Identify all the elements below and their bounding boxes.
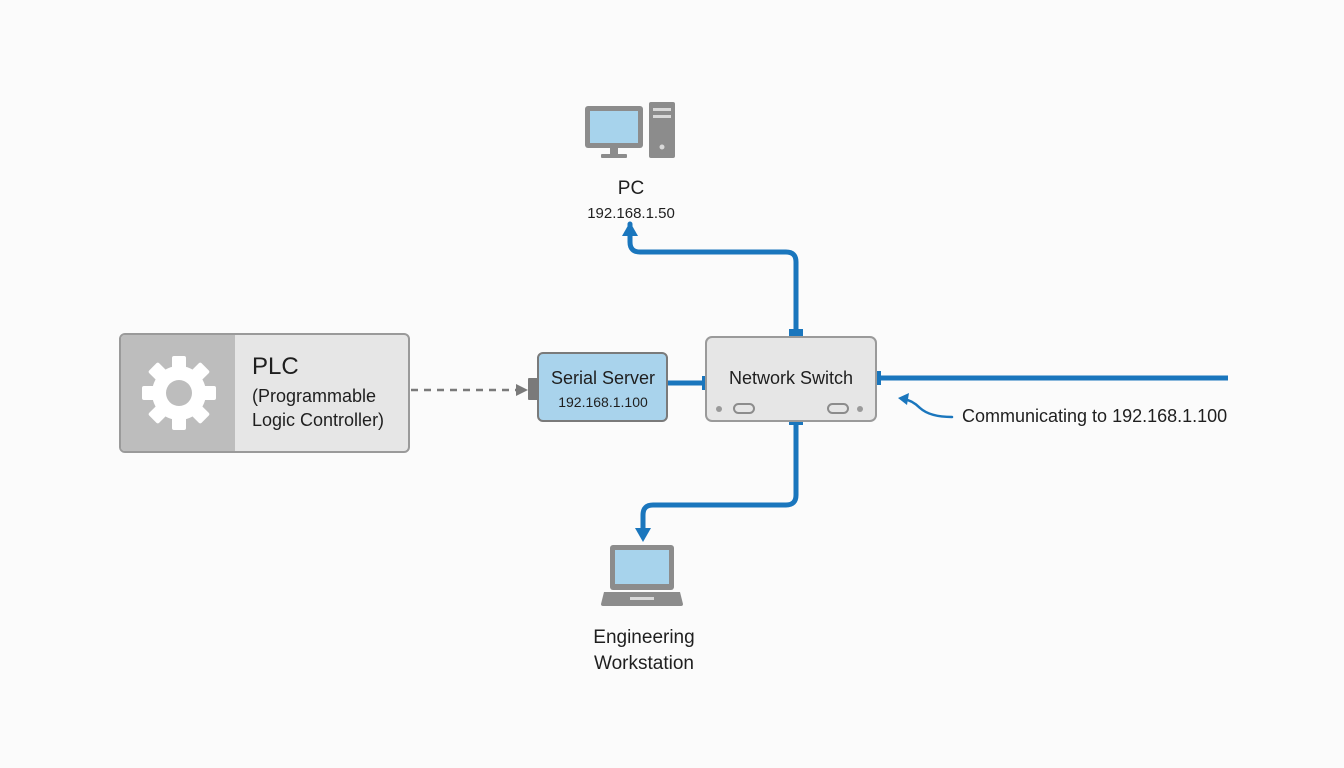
arrowhead-to-workstation	[635, 528, 651, 542]
plc-box	[119, 333, 410, 453]
pc-tower-slot	[653, 115, 671, 118]
arrowhead-to-pc	[622, 222, 638, 236]
callout-arrow-comm	[901, 397, 954, 419]
pc-label: PC	[617, 178, 645, 199]
plc-title: PLC	[252, 353, 299, 380]
pc-tower-power-led	[659, 144, 665, 150]
switch-port-slot	[827, 403, 849, 414]
serial-server-label: Serial Server	[550, 368, 656, 388]
switch-port-top	[789, 329, 803, 337]
link-switch-to-workstation	[640, 418, 799, 535]
callout-arrowhead	[898, 393, 909, 405]
pc-monitor-neck	[610, 148, 618, 154]
gear-icon	[142, 356, 216, 430]
pc-ip-label: 192.168.1.50	[587, 205, 675, 222]
serial-server-box	[528, 352, 668, 422]
switch-led	[716, 406, 722, 412]
workstation-label-line2: Workstation	[594, 653, 694, 674]
arrowhead-plc-to-serial	[516, 384, 528, 396]
pc-monitor-base	[601, 154, 627, 158]
plc-subtitle-line2: Logic Controller)	[252, 410, 385, 430]
pc-device-icon	[585, 102, 675, 158]
laptop-trackpad	[630, 597, 654, 600]
switch-led	[857, 406, 863, 412]
laptop-screen	[615, 550, 669, 584]
network-switch-box	[702, 329, 881, 425]
switch-frame	[705, 336, 877, 422]
laptop-icon	[601, 545, 683, 606]
plc-subtitle-line1: (Programmable	[252, 386, 377, 406]
link-switch-to-pc	[627, 221, 799, 336]
links	[411, 221, 1228, 542]
switch-port-slot	[733, 403, 755, 414]
pc-monitor-screen	[590, 111, 638, 143]
pc-tower-slot	[653, 108, 671, 111]
serial-server-ip-label: 192.168.1.100	[558, 394, 648, 410]
uplink-comm-label: Communicating to 192.168.1.100	[962, 406, 1228, 426]
workstation-label-line1: Engineering	[593, 627, 695, 648]
network-switch-label: Network Switch	[728, 368, 854, 388]
serial-server-frame	[537, 352, 668, 422]
